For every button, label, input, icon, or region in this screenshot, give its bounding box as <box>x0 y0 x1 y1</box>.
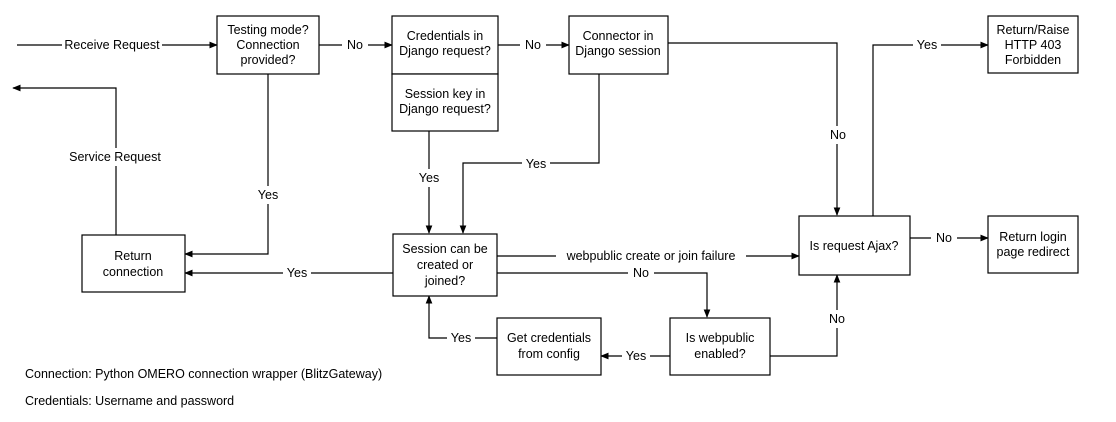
node-text: Return login <box>999 230 1066 244</box>
node-text: page redirect <box>997 245 1070 259</box>
node-text: joined? <box>424 274 465 288</box>
edge-labels: Receive Request No No No Yes No Service … <box>62 36 957 365</box>
nodes: Testing mode? Connection provided? Crede… <box>81 15 1079 376</box>
node-text: from config <box>518 347 580 361</box>
label-credentials-no: No <box>525 38 541 52</box>
node-return-connection: Return connection <box>81 234 186 293</box>
node-text: Credentials in <box>407 29 483 43</box>
edge-webpublic-no <box>770 274 841 357</box>
label-connector-no: No <box>830 128 846 142</box>
label-config-yes: Yes <box>451 331 471 345</box>
node-text: enabled? <box>694 347 745 361</box>
label-session-key-yes: Yes <box>419 171 439 185</box>
node-text: Connector in <box>583 29 654 43</box>
edges <box>12 41 989 360</box>
label-webpublic-yes: Yes <box>626 349 646 363</box>
node-session-created: Session can be created or joined? <box>392 233 498 297</box>
node-text: connection <box>103 265 164 279</box>
label-ajax-no: No <box>936 231 952 245</box>
node-webpublic-enabled: Is webpublic enabled? <box>669 317 771 376</box>
node-text: Return <box>114 249 152 263</box>
node-text: Session can be <box>402 242 488 256</box>
node-text: Get credentials <box>507 331 591 345</box>
label-testing-yes: Yes <box>258 188 278 202</box>
node-text: Session key in <box>405 87 486 101</box>
label-service-request: Service Request <box>69 150 161 164</box>
node-text: Django request? <box>399 44 491 58</box>
node-return-login: Return login page redirect <box>987 215 1079 274</box>
label-session-yes: Yes <box>287 266 307 280</box>
legend-credentials: Credentials: Username and password <box>25 394 235 408</box>
node-text: provided? <box>241 53 296 67</box>
node-text: Django session <box>575 44 661 58</box>
edge-session-no <box>497 272 711 318</box>
node-get-credentials: Get credentials from config <box>496 317 602 376</box>
node-credentials-request: Credentials in Django request? <box>391 15 499 75</box>
node-text: Forbidden <box>1005 53 1061 67</box>
edge-ajax-yes <box>872 41 989 216</box>
label-receive-request: Receive Request <box>64 38 160 52</box>
label-webpublic-failure: webpublic create or join failure <box>566 249 736 263</box>
edge-testing-yes <box>184 74 269 258</box>
edge-connector-no <box>668 42 841 216</box>
edge-service-request <box>12 84 117 235</box>
node-is-ajax: Is request Ajax? <box>798 215 911 276</box>
label-session-no: No <box>633 266 649 280</box>
node-text: Return/Raise <box>997 23 1070 37</box>
label-webpublic-no: No <box>829 312 845 326</box>
node-session-key-request: Session key in Django request? <box>391 73 499 132</box>
label-connector-yes: Yes <box>526 157 546 171</box>
node-testing-mode: Testing mode? Connection provided? <box>216 15 320 75</box>
node-text: Django request? <box>399 102 491 116</box>
legend-connection: Connection: Python OMERO connection wrap… <box>25 367 383 381</box>
node-return-403: Return/Raise HTTP 403 Forbidden <box>987 15 1079 74</box>
label-ajax-yes: Yes <box>917 38 937 52</box>
node-text: HTTP 403 <box>1005 38 1062 52</box>
node-text: Is request Ajax? <box>810 239 899 253</box>
node-text: Testing mode? <box>227 23 308 37</box>
node-text: created or <box>417 258 473 272</box>
node-connector-session: Connector in Django session <box>568 15 669 75</box>
node-text: Connection <box>236 38 299 52</box>
label-testing-no: No <box>347 38 363 52</box>
node-text: Is webpublic <box>686 331 755 345</box>
